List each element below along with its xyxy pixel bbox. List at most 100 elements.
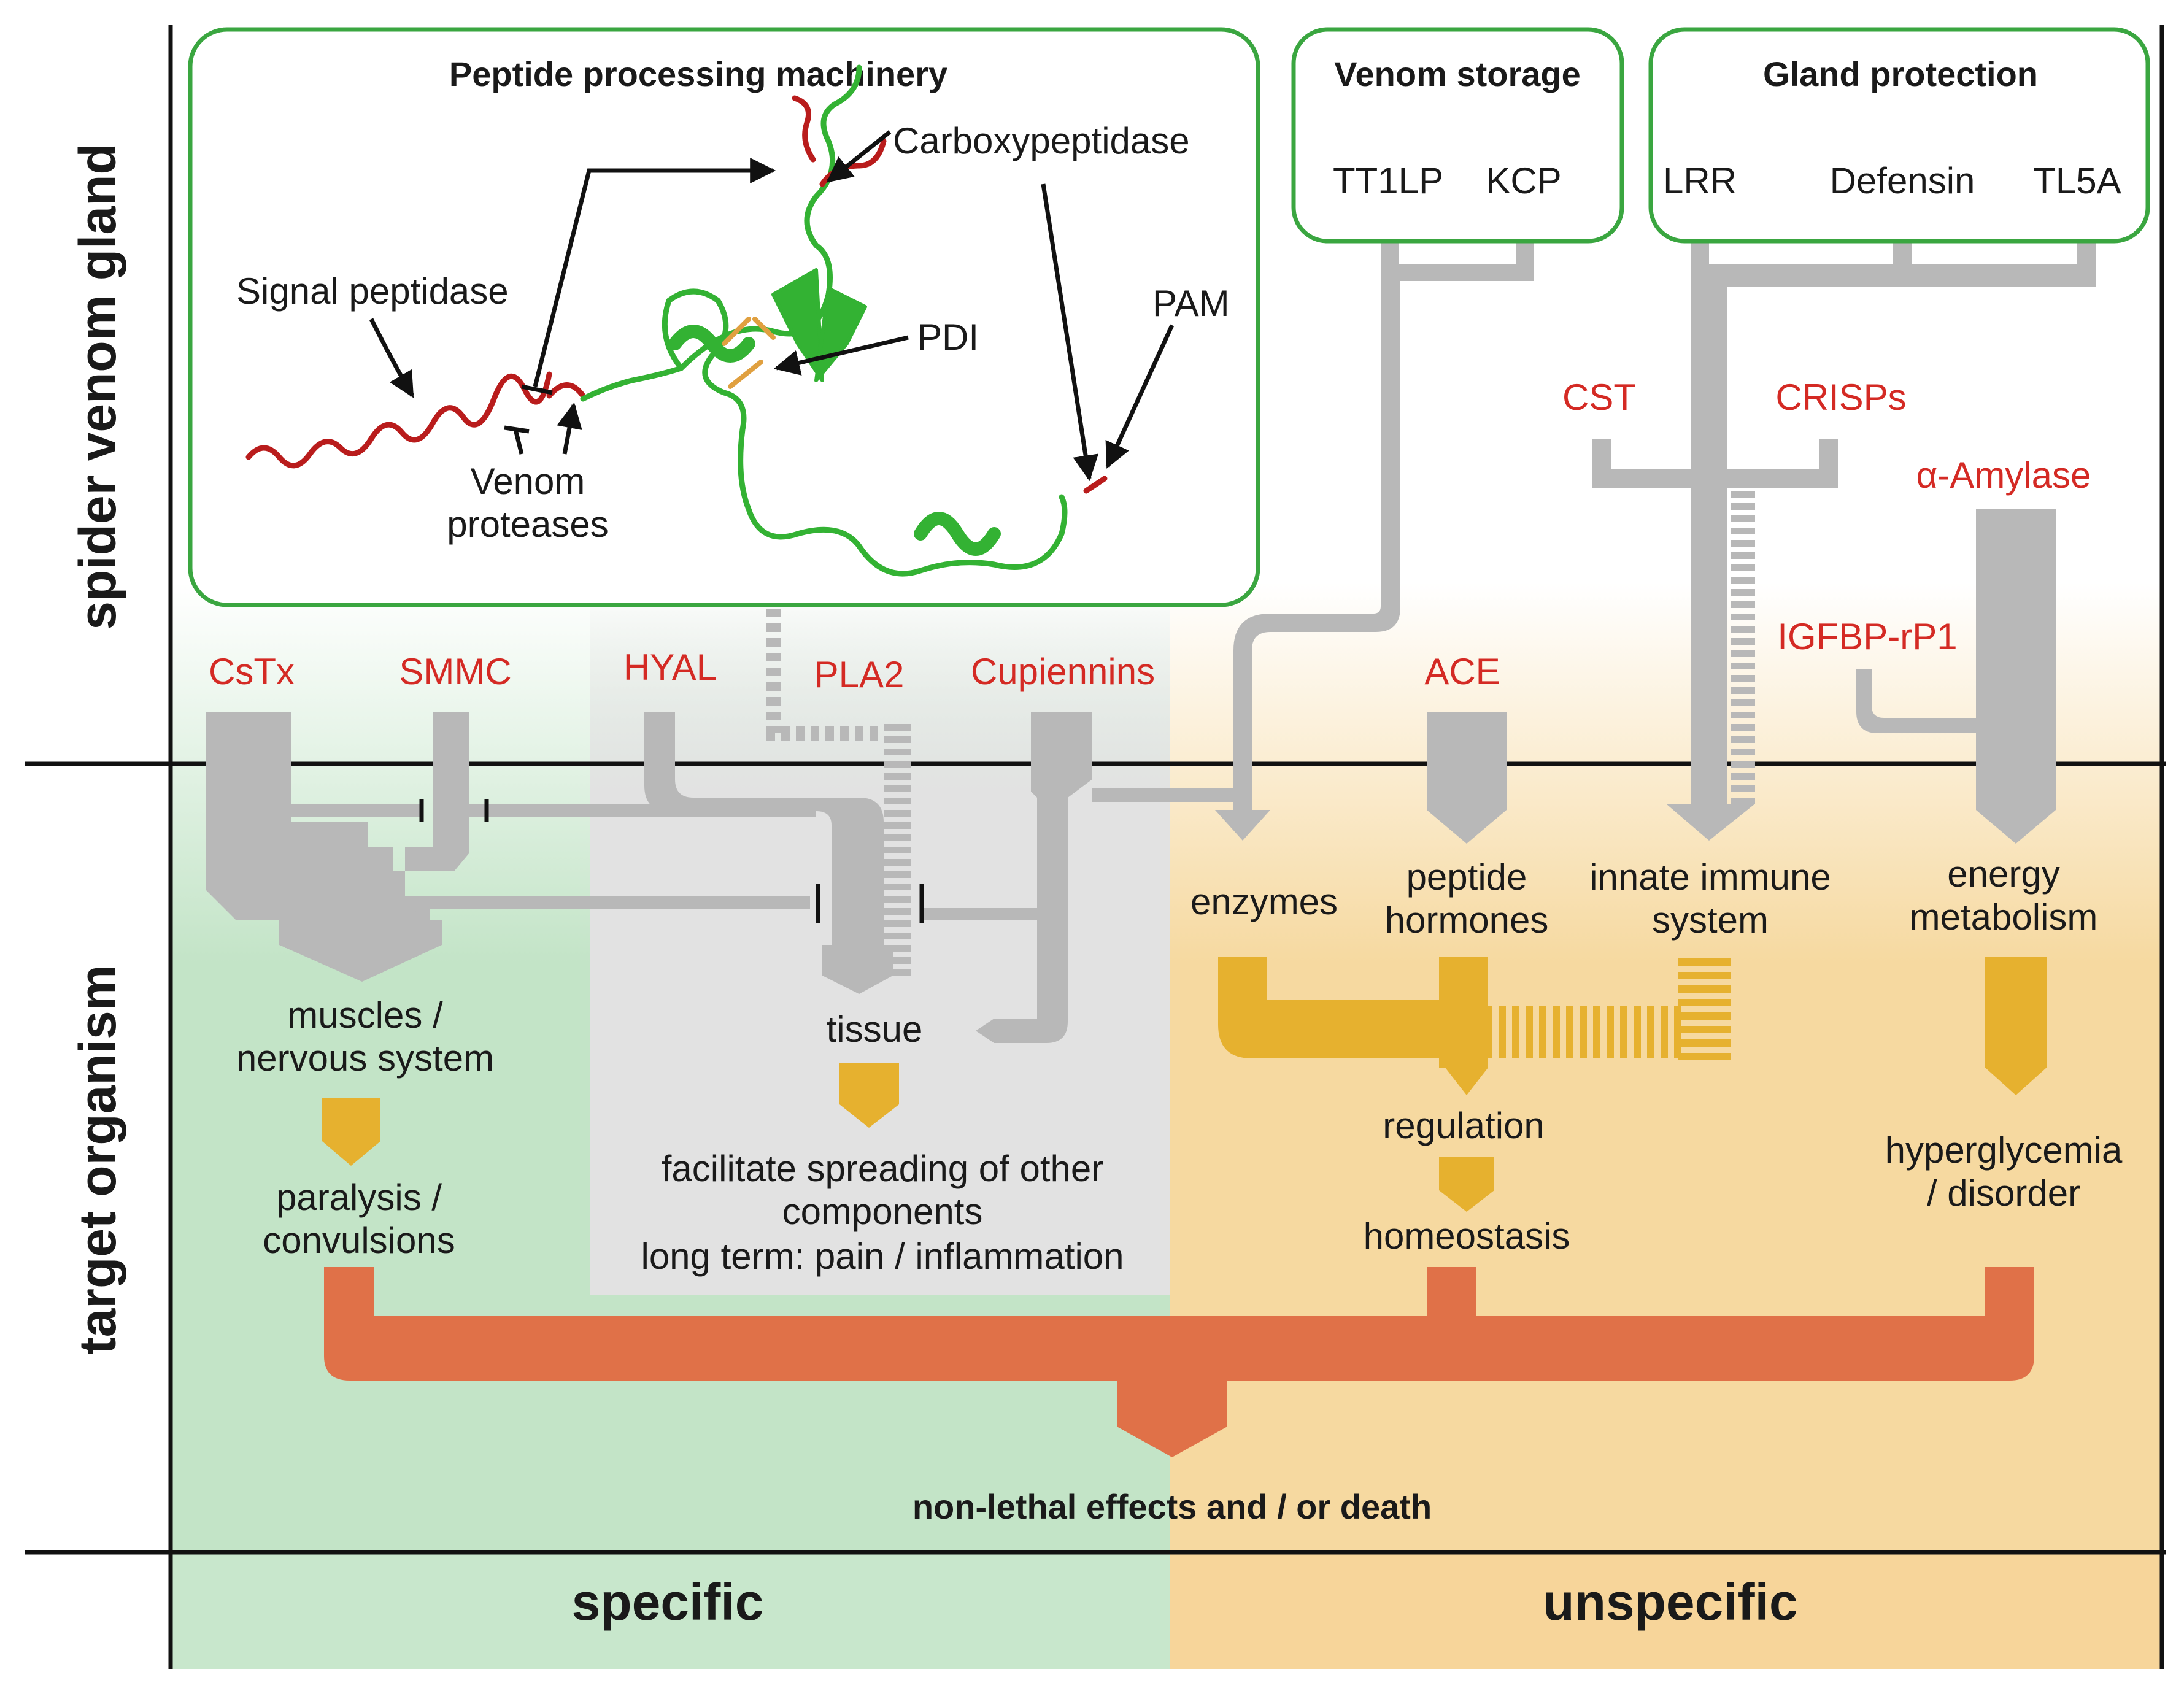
c-terminal-red — [792, 95, 816, 163]
effect-paralysis-1: paralysis / — [276, 1177, 442, 1218]
gland-protection-flow — [1691, 233, 2096, 491]
signal-peptidase-arrow — [369, 318, 415, 398]
component-igfbp: IGFBP-rP1 — [1777, 616, 1957, 657]
target-muscles-2: nervous system — [236, 1038, 494, 1079]
enzymes-hormones-bracket — [1218, 957, 1488, 1095]
immune-dashed-column — [1731, 488, 1755, 807]
carboxypeptidase-arrow — [826, 130, 892, 183]
protection-item-defensin: Defensin — [1830, 160, 1975, 201]
ace-flow — [1427, 712, 1507, 844]
muscles-tissue-curve — [393, 896, 430, 920]
effect-paralysis-2: convulsions — [263, 1220, 455, 1261]
final-effects-flow — [324, 1267, 2034, 1457]
effect-facilitate-1: facilitate spreading of other — [662, 1148, 1103, 1189]
muscles-arrow — [279, 920, 442, 982]
gray-flows — [206, 233, 2096, 1043]
zone-label-unspecific: unspecific — [1543, 1573, 1797, 1631]
frame-lines — [25, 25, 2166, 1669]
mature-peptide-chain — [580, 288, 1068, 577]
target-energy-1: energy — [1947, 853, 2059, 895]
tissue-arrow — [822, 945, 893, 994]
gland-protection-box: Gland protection LRR Defensin TL5A — [1648, 27, 2150, 244]
cst-crisps-bracket — [1592, 439, 1838, 841]
venom-storage-border — [1291, 27, 1624, 244]
beta-sheet-1 — [771, 268, 824, 382]
storage-to-enzymes-flow — [1215, 233, 1534, 841]
protection-item-lrr: LRR — [1663, 160, 1737, 201]
effect-final: non-lethal effects and / or death — [913, 1487, 1432, 1526]
pam-site — [1083, 476, 1108, 494]
label-venom-proteases-1: Venom — [471, 461, 585, 502]
energy-to-hyperglycemia-arrow — [1985, 957, 2047, 1095]
protease-inhibit-bar-top — [521, 384, 553, 395]
component-smmc: SMMC — [399, 651, 511, 692]
pdi-arrow — [773, 335, 909, 376]
alpha-helix-1 — [668, 325, 755, 363]
cstx-to-smmc-link — [291, 804, 420, 817]
cstx-lobe — [368, 847, 393, 920]
venom-storage-title: Venom storage — [1334, 55, 1580, 93]
hyal-flow — [644, 712, 884, 957]
regulation-to-homeostasis-arrow — [1439, 1157, 1494, 1212]
venom-storage-box: Venom storage TT1LP KCP — [1291, 27, 1624, 244]
target-enzymes: enzymes — [1190, 881, 1338, 922]
effect-hyperglycemia-2: / disorder — [1927, 1173, 2080, 1214]
gold-flows — [322, 957, 2047, 1212]
component-crisps: CRISPs — [1775, 377, 1906, 418]
effect-labels: paralysis / convulsions facilitate sprea… — [263, 1105, 2123, 1526]
label-venom-proteases-2: proteases — [447, 504, 609, 545]
target-labels: muscles / nervous system tissue enzymes … — [236, 853, 2097, 1079]
venom-proteases-bar — [513, 429, 524, 455]
zone-label-specific: specific — [572, 1573, 764, 1631]
effect-homeostasis: homeostasis — [1364, 1215, 1570, 1257]
label-pam: PAM — [1152, 283, 1230, 324]
inhibitor-bars — [419, 799, 924, 923]
cupiennins-flow — [920, 712, 1092, 1043]
protection-item-tl5a: TL5A — [2033, 160, 2121, 201]
component-cst: CST — [1562, 377, 1636, 418]
protease-inhibit-line — [533, 158, 776, 387]
pam-arrow — [1105, 324, 1175, 469]
effect-facilitate-2: components — [782, 1191, 983, 1232]
tissue-to-spreading-arrow — [839, 1063, 899, 1128]
label-pdi: PDI — [917, 317, 979, 358]
venom-component-labels: CsTx SMMC HYAL PLA2 Cupiennins ACE CST C… — [209, 377, 2091, 695]
signal-peptide-chain — [245, 371, 552, 469]
venom-proteases-arrow — [557, 402, 582, 455]
specific-footer-bg — [171, 1552, 1170, 1669]
label-signal-peptidase: Signal peptidase — [236, 271, 509, 312]
carboxypeptidase-long-arrow — [1041, 183, 1099, 482]
muscles-to-paralysis-arrow — [322, 1098, 380, 1166]
component-cstx: CsTx — [209, 651, 295, 692]
component-hyal: HYAL — [623, 647, 717, 688]
target-innate-immune-2: system — [1652, 899, 1769, 941]
unspecific-footer-bg — [1170, 1552, 2162, 1669]
target-peptide-hormones-2: hormones — [1385, 899, 1549, 941]
effect-facilitate-3: long term: pain / inflammation — [641, 1236, 1124, 1277]
disulfide-bonds — [722, 317, 776, 389]
target-muscles-1: muscles / — [287, 995, 443, 1036]
peptide-structure-illustration — [245, 64, 1108, 577]
peptide-processing-title: Peptide processing machinery — [449, 55, 947, 93]
target-tissue: tissue — [827, 1009, 923, 1050]
effect-regulation: regulation — [1383, 1105, 1545, 1146]
alpha-helix-2 — [914, 512, 1001, 556]
muscles-to-tissue-link — [393, 896, 810, 909]
axis-label-target-organism: target organism — [69, 965, 126, 1355]
cupiennins-to-enzymes-link — [1092, 788, 1233, 802]
target-energy-2: metabolism — [1910, 896, 2098, 938]
gland-protection-border — [1648, 27, 2150, 244]
component-ace: ACE — [1424, 651, 1500, 692]
smmc-flow — [405, 712, 469, 871]
mature-peptide-loop — [678, 64, 862, 371]
igfbp-flow — [1856, 669, 1979, 733]
label-carboxypeptidase: Carboxypeptidase — [893, 120, 1190, 161]
storage-item-tt1lp: TT1LP — [1333, 160, 1443, 201]
amylase-flow — [1976, 509, 2056, 844]
venom-proteases-bar-head — [504, 425, 530, 434]
component-pla2: PLA2 — [814, 654, 905, 695]
storage-item-kcp: KCP — [1486, 160, 1561, 201]
pla2-dashed-column — [884, 718, 911, 976]
gland-protection-title: Gland protection — [1763, 55, 2038, 93]
